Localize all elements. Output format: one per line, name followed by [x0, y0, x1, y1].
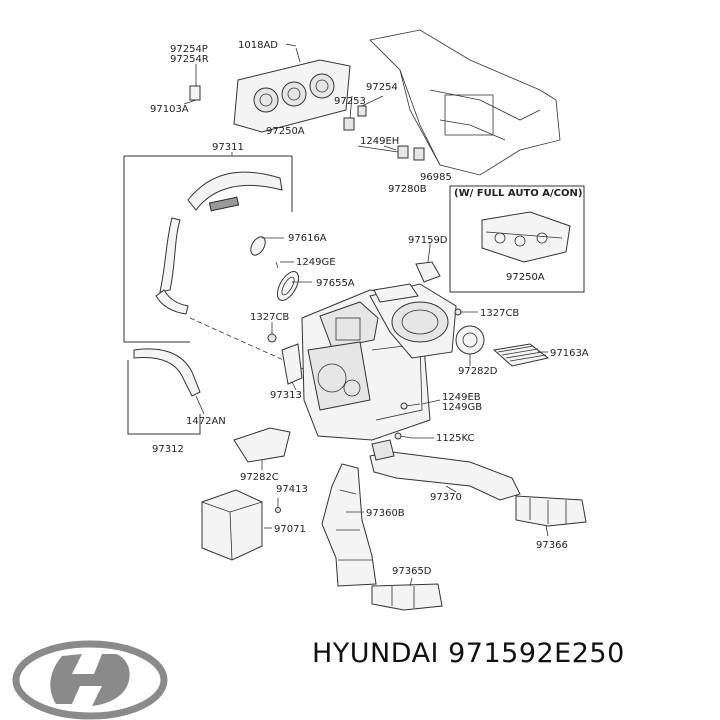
label-97254: 97254: [366, 82, 398, 93]
label-97313: 97313: [270, 390, 302, 401]
part-number: 971592E250: [448, 638, 625, 669]
label-97159D: 97159D: [408, 235, 448, 246]
label-97282C: 97282C: [240, 472, 279, 483]
heater-duct-lower-left: [233, 427, 291, 463]
label-1327CB-right: 1327CB: [480, 308, 519, 319]
label-97254P: 97254P: [170, 44, 208, 55]
hose-group-box: [123, 155, 311, 373]
actuator-bracket: [415, 245, 441, 283]
label-97103A: 97103A: [150, 104, 189, 115]
label-1249GE: 1249GE: [296, 257, 336, 268]
label-97311: 97311: [212, 142, 244, 153]
label-97250A-box: 97250A: [506, 272, 545, 283]
heater-control-panel: [233, 47, 351, 133]
rear-duct-366: [515, 495, 587, 527]
label-97071: 97071: [274, 524, 306, 535]
rear-heating-duct-360b: [321, 463, 377, 587]
full-auto-note: (W/ FULL AUTO A/CON): [454, 188, 582, 199]
label-1249EB: 1249EB: [442, 392, 481, 403]
control-cable-clip: [183, 64, 201, 105]
label-96985: 96985: [420, 172, 452, 183]
blower-motor-actuator: [454, 308, 485, 355]
label-97365D: 97365D: [392, 566, 432, 577]
heater-hose-lower: [127, 348, 201, 435]
label-97280B: 97280B: [388, 184, 427, 195]
bolts: [275, 402, 421, 513]
label-97655A: 97655A: [316, 278, 355, 289]
label-97250A-top: 97250A: [266, 126, 305, 137]
label-1249EH: 1249EH: [360, 136, 399, 147]
leader-lines: [195, 43, 549, 587]
label-97253: 97253: [334, 96, 366, 107]
blower-resistor-box: [201, 489, 263, 561]
label-97360B: 97360B: [366, 508, 405, 519]
part-labels: 97254P 97254R 1018AD 97103A 97250A 97254…: [150, 40, 589, 577]
brand-name: HYUNDAI: [312, 638, 440, 669]
label-97312: 97312: [152, 444, 184, 455]
dashboard-frame: [369, 29, 561, 176]
floor-duct-370: [369, 439, 521, 501]
relay-parts: [343, 95, 425, 161]
seal-gaskets: [250, 236, 303, 385]
heater-hose-upper: [155, 171, 283, 315]
label-1327CB-left: 1327CB: [250, 312, 289, 323]
full-auto-ac-box: [449, 185, 585, 293]
label-97370: 97370: [430, 492, 462, 503]
hvac-heater-unit: [301, 283, 457, 441]
label-97254R: 97254R: [170, 54, 209, 65]
label-97282D: 97282D: [458, 366, 498, 377]
rear-duct-365d: [371, 583, 443, 611]
label-1249GB: 1249GB: [442, 402, 482, 413]
label-97413: 97413: [276, 484, 308, 495]
label-97163A: 97163A: [550, 348, 589, 359]
label-97366: 97366: [536, 540, 568, 551]
brand-part-number: HYUNDAI 971592E250: [312, 638, 625, 669]
label-1018AD: 1018AD: [238, 40, 278, 51]
cabin-air-filter: [492, 343, 550, 367]
label-97616A: 97616A: [288, 233, 327, 244]
hyundai-logo-icon: [12, 640, 168, 720]
label-1125KC: 1125KC: [436, 433, 474, 444]
label-1472AN: 1472AN: [186, 416, 226, 427]
